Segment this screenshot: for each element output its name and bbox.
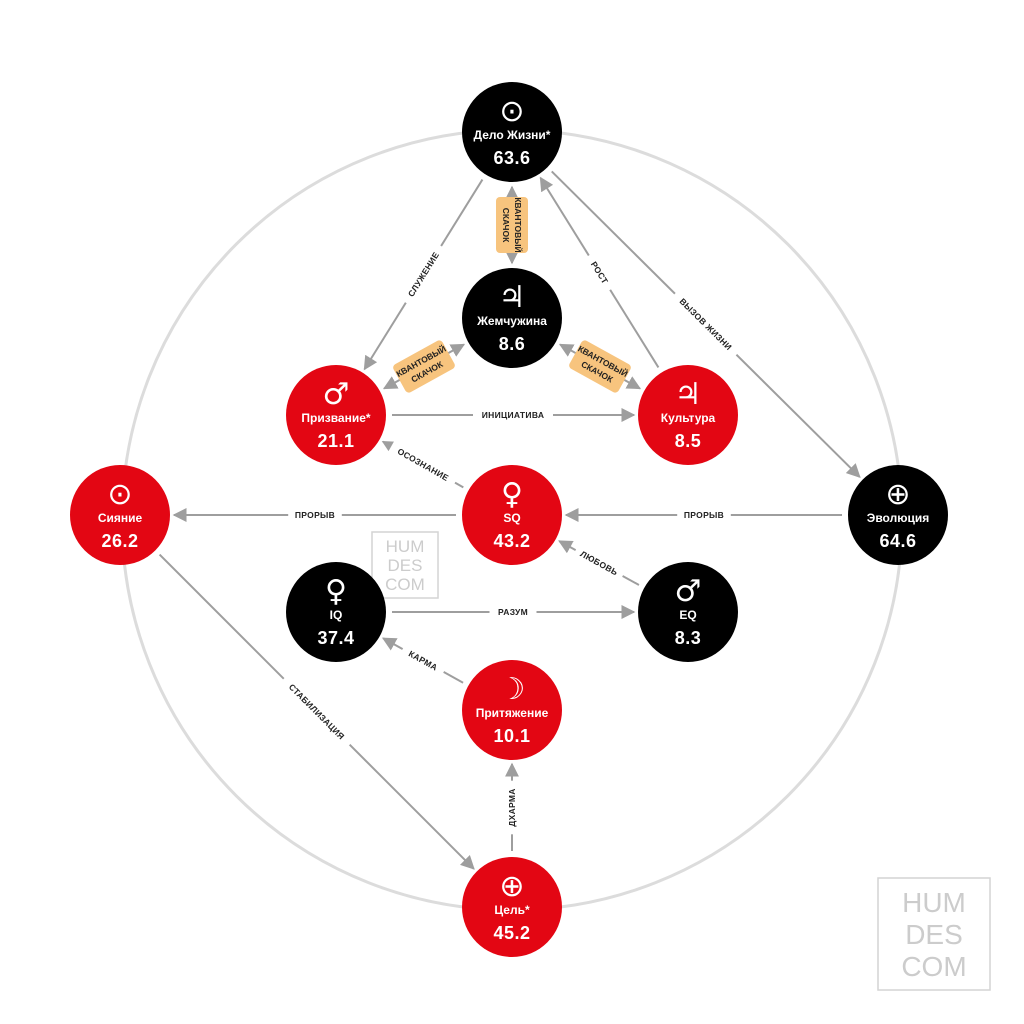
node-prit: ☽Притяжение 10.1: [462, 660, 562, 760]
edge-label: РАЗУМ: [498, 607, 528, 617]
edge-iq-eq: РАЗУМ: [392, 604, 636, 620]
edge-label: ДХАРМА: [507, 788, 517, 826]
quantum-badge-line1: КВАНТОВЫЙ: [513, 197, 524, 252]
node-circle: [462, 268, 562, 368]
node-iq: ♀IQ 37.4: [286, 562, 386, 662]
node-circle: [638, 562, 738, 662]
edge-label: СЛУЖЕНИЕ: [406, 250, 441, 298]
watermark-text: HUM: [386, 537, 425, 556]
edge-sq-prizv: ОСОЗНАНИЕ: [381, 439, 464, 490]
node-value: 43.2: [493, 531, 530, 551]
node-circle: [462, 82, 562, 182]
node-sq: ♀SQ 43.2: [462, 465, 562, 565]
node-evol: ⊕Эволюция 64.6: [848, 465, 948, 565]
watermark-text: DES: [905, 919, 963, 950]
node-eq: ♂EQ 8.3: [638, 562, 738, 662]
node-circle: [638, 365, 738, 465]
node-circle: [286, 562, 386, 662]
nodes-layer: ⊙Дело Жизни*63.6♃Жемчужина8.6♂Призвание*…: [70, 82, 948, 957]
watermark-text: HUM: [902, 887, 966, 918]
node-value: 63.6: [493, 148, 530, 168]
node-circle: [462, 660, 562, 760]
node-label: SQ: [503, 511, 520, 525]
node-label: IQ: [330, 608, 343, 622]
node-delo: ⊙Дело Жизни* 63.6: [462, 82, 562, 182]
sun-icon: ⊙: [107, 477, 132, 512]
edge-prizv-kult: ИНИЦИАТИВА: [392, 407, 636, 423]
node-siyan: ⊙Сияние 26.2: [70, 465, 170, 565]
quantum-badge-line2: СКАЧОК: [501, 208, 511, 243]
node-value: 26.2: [101, 531, 138, 551]
mars-icon: ♂: [675, 574, 702, 609]
node-value: 10.1: [493, 726, 530, 746]
node-label: Жемчужина: [476, 314, 547, 328]
node-label: Культура: [661, 411, 716, 425]
edge-kult-delo: РОСТ: [539, 176, 660, 368]
node-value: 45.2: [493, 923, 530, 943]
watermark-text: COM: [385, 575, 425, 594]
edge-cel-prit: ДХАРМА: [504, 762, 520, 851]
node-value: 21.1: [317, 431, 354, 451]
watermark-text: DES: [388, 556, 423, 575]
node-value: 8.6: [499, 334, 526, 354]
node-label: EQ: [679, 608, 696, 622]
sun-icon: ⊙: [499, 94, 524, 129]
node-value: 37.4: [317, 628, 354, 648]
node-circle: [70, 465, 170, 565]
node-value: 8.5: [675, 431, 702, 451]
watermark-text: COM: [901, 951, 966, 982]
mars-icon: ♂: [323, 377, 350, 412]
node-value: 8.3: [675, 628, 702, 648]
edge-label: ВЫЗОВ ЖИЗНИ: [678, 296, 734, 352]
node-circle: [286, 365, 386, 465]
edge-label: ОСОЗНАНИЕ: [396, 446, 451, 483]
jupiter-icon: ♃: [499, 280, 526, 315]
node-circle: [462, 857, 562, 957]
edge-sq-siyan: ПРОРЫВ: [172, 507, 456, 523]
edge-evol-sq: ПРОРЫВ: [564, 507, 842, 523]
node-value: 64.6: [879, 531, 916, 551]
node-kult: ♃Культура 8.5: [638, 365, 738, 465]
edge-label: ПРОРЫВ: [684, 510, 724, 520]
edge-prit-iq: КАРМА: [381, 637, 464, 684]
edge-label: СТАБИЛИЗАЦИЯ: [287, 682, 347, 742]
node-label: Эволюция: [867, 511, 929, 525]
node-cel: ⊕Цель* 45.2: [462, 857, 562, 957]
edge-label: ИНИЦИАТИВА: [482, 410, 545, 420]
edge-delo-prizv: СЛУЖЕНИЕ: [363, 179, 484, 371]
node-circle: [848, 465, 948, 565]
moon-icon: ☽: [499, 672, 526, 707]
node-label: Призвание*: [301, 411, 370, 425]
node-label: Притяжение: [476, 706, 549, 720]
jupiter-icon: ♃: [675, 377, 702, 412]
earth-icon: ⊕: [885, 477, 910, 512]
node-label: Сияние: [98, 511, 143, 525]
venus-icon: ♀: [501, 477, 523, 512]
node-label: Цель*: [494, 903, 530, 917]
earth-icon: ⊕: [499, 869, 524, 904]
venus-icon: ♀: [325, 574, 347, 609]
node-label: Дело Жизни*: [474, 128, 551, 142]
node-prizv: ♂Призвание* 21.1: [286, 365, 386, 465]
edge-eq-sq: ЛЮБОВЬ: [558, 540, 640, 586]
node-circle: [462, 465, 562, 565]
edge-label: ПРОРЫВ: [295, 510, 335, 520]
node-pearl: ♃Жемчужина 8.6: [462, 268, 562, 368]
